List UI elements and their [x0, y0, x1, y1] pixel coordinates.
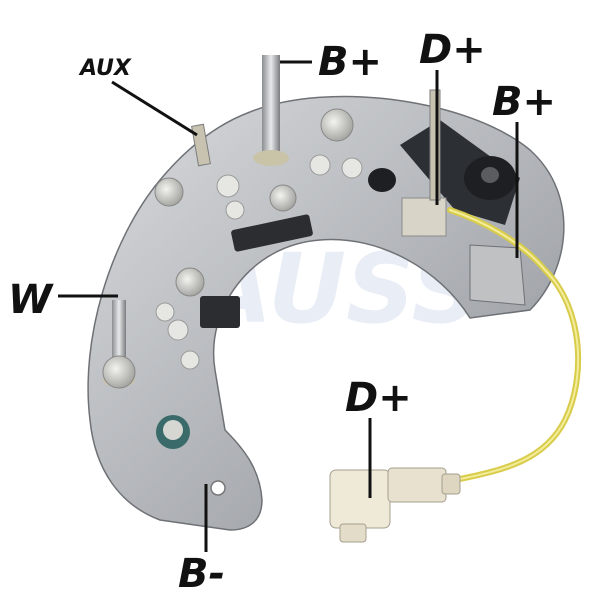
screw-head	[154, 177, 184, 207]
b-plus-right-label: B+	[492, 79, 557, 125]
b-plus-bracket	[469, 244, 526, 306]
d-plus-top-label: D+	[419, 27, 486, 73]
screw-head	[269, 184, 297, 212]
w-label: W	[8, 277, 53, 323]
d-plus-wire-highlight	[449, 209, 580, 481]
insulator-block	[200, 296, 240, 328]
insulator-block	[231, 214, 313, 252]
mounting-hole	[210, 480, 226, 496]
b-plus-stud-label: B+	[318, 39, 383, 85]
screw-head	[320, 108, 354, 142]
b-plus-stud	[262, 55, 280, 155]
aux-label: AUX	[80, 56, 131, 81]
screw-head	[102, 355, 136, 389]
d-plus-connector-label: D+	[345, 375, 412, 421]
d-plus-terminal-pin	[429, 89, 441, 201]
d-plus-connector-plug	[329, 467, 461, 543]
b-minus-label: B-	[178, 551, 226, 597]
callout-lines	[58, 60, 519, 552]
aux-leader	[111, 80, 198, 137]
diode-group	[155, 154, 363, 370]
bottom-diode	[163, 420, 183, 440]
grommet-hole	[481, 167, 499, 183]
b-plus-stud-base	[253, 150, 289, 166]
d-plus-terminal	[401, 197, 447, 237]
rubber-grommet	[368, 168, 396, 192]
screw-head	[175, 267, 205, 297]
